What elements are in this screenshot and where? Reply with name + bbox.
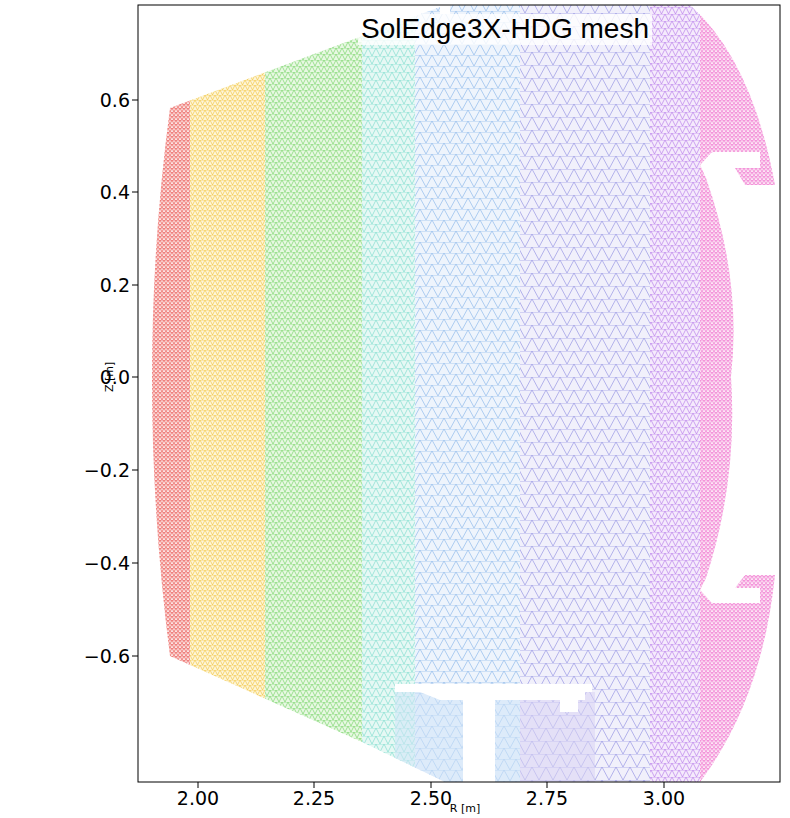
tick-label: 3.00 xyxy=(643,788,685,809)
tick-label: −0.4 xyxy=(84,553,130,574)
plot-title: SolEdge3X-HDG mesh xyxy=(358,14,652,45)
axis-label: R [m] xyxy=(450,803,480,815)
tick-label: −0.2 xyxy=(84,460,130,481)
tick-label: 0.4 xyxy=(100,182,130,203)
top-notch xyxy=(440,0,450,14)
mesh-bands xyxy=(130,0,790,800)
tick-label: 2.75 xyxy=(526,788,568,809)
axes-frame xyxy=(138,5,780,782)
tick-label: 0.6 xyxy=(100,90,130,111)
antenna-cutout xyxy=(712,570,775,603)
tick-label: 0.2 xyxy=(100,275,130,296)
tick-marks xyxy=(132,100,664,788)
tick-label: 2.50 xyxy=(410,788,452,809)
divertor-cutout xyxy=(395,684,592,782)
tick-label: 2.25 xyxy=(293,788,335,809)
tick-label: 2.00 xyxy=(177,788,219,809)
axis-label: Z [m] xyxy=(104,362,116,392)
tick-label: −0.6 xyxy=(84,646,130,667)
antenna-cutout xyxy=(712,152,775,190)
